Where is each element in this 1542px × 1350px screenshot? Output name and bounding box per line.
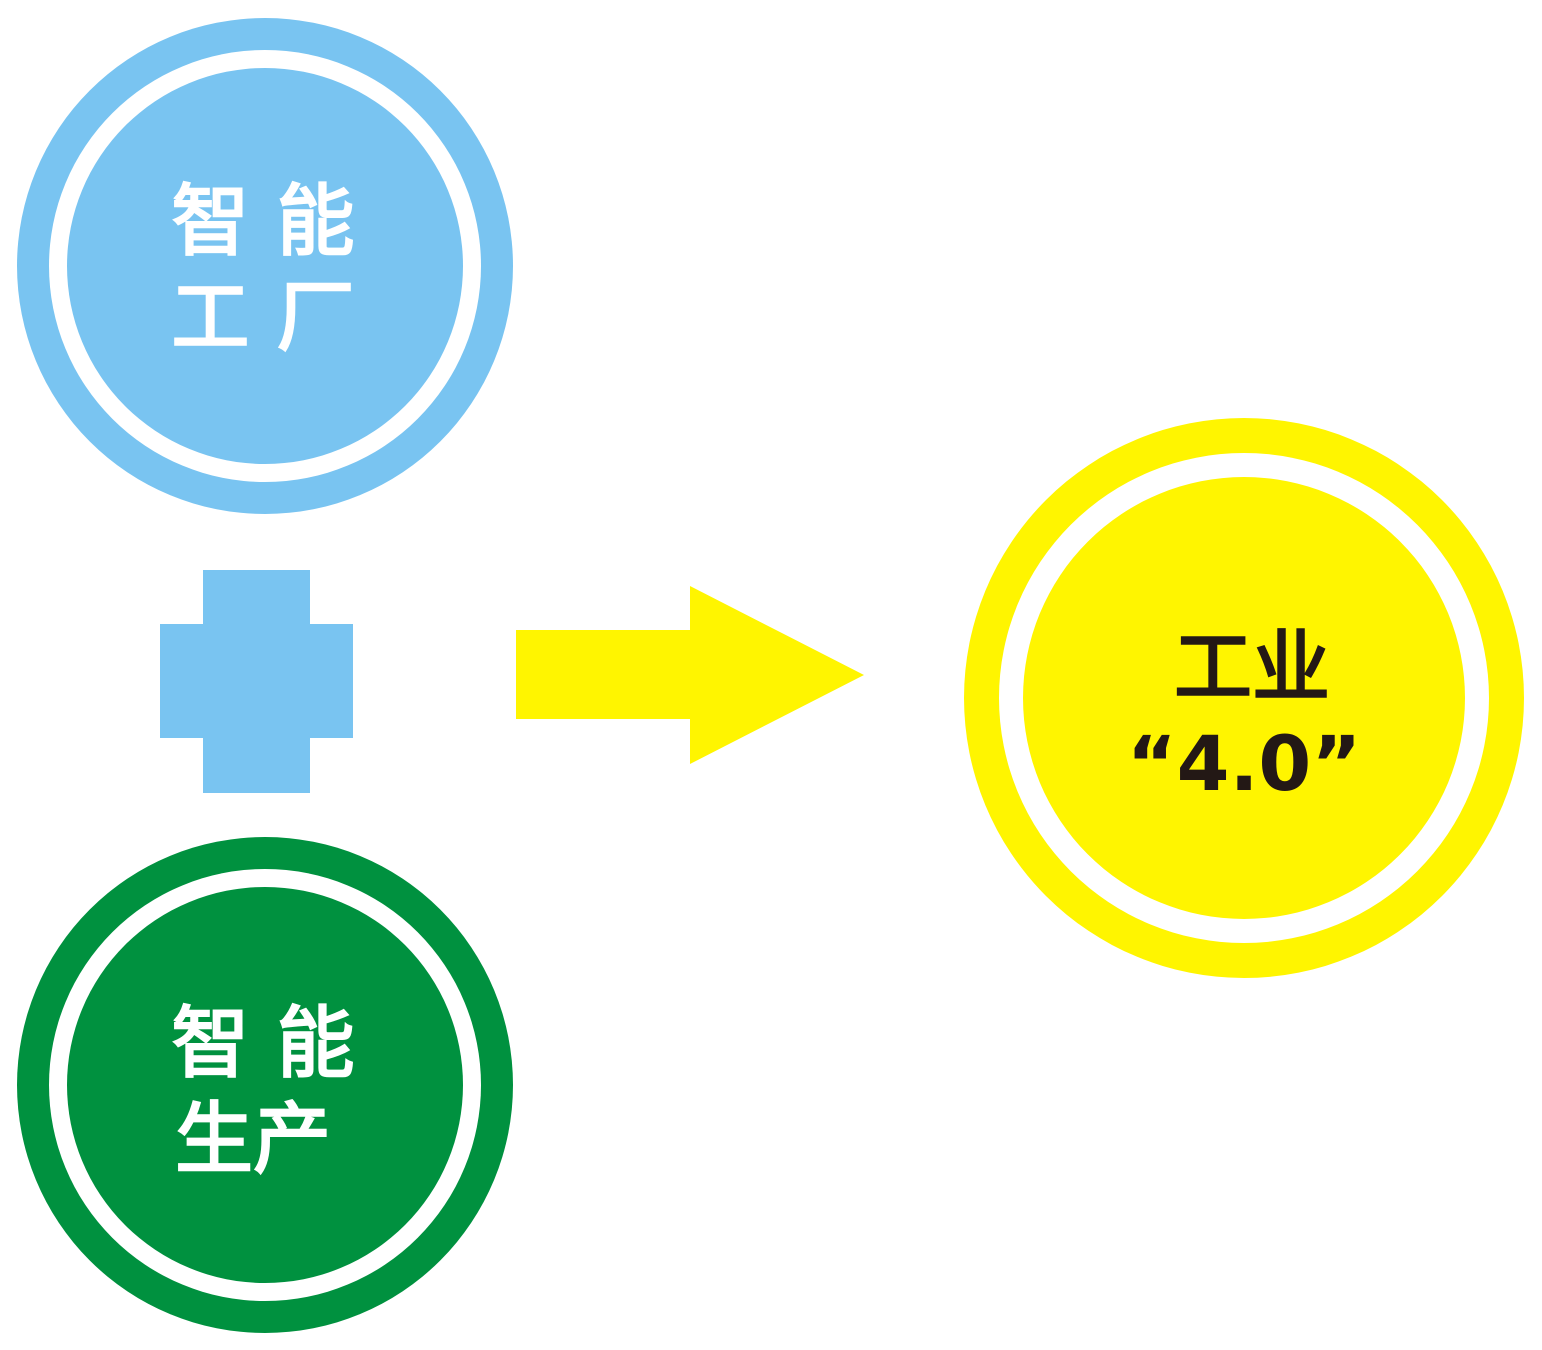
arrow-right-icon <box>516 586 864 764</box>
industry-line1: 工业 <box>1174 623 1330 713</box>
inner-circle <box>67 887 463 1283</box>
smart-production-line1: 智 能 <box>171 999 354 1089</box>
inner-circle <box>67 68 463 464</box>
smart-factory-line1: 智 能 <box>171 177 354 267</box>
smart-production-line2: 生产 <box>175 1095 331 1185</box>
inner-circle <box>1023 477 1465 919</box>
smart-factory-node: 智 能 工 厂 <box>17 18 513 514</box>
smart-production-node: 智 能 生产 <box>17 837 513 1333</box>
industry-4-node: 工业 “4.0” <box>964 418 1524 978</box>
smart-factory-line2: 工 厂 <box>171 273 354 363</box>
industry-line2: “4.0” <box>1127 719 1362 808</box>
plus-icon <box>160 570 353 793</box>
